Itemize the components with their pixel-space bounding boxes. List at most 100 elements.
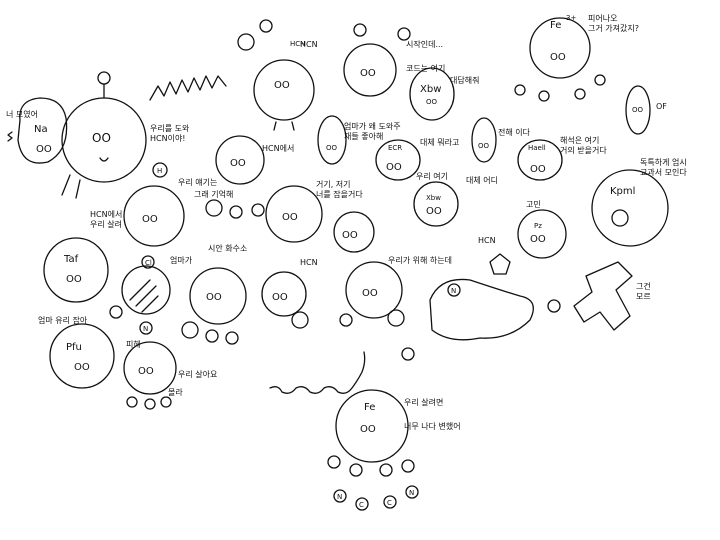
xbw-mid-eyes: OO (426, 206, 442, 217)
round-character-center: OO (265, 185, 323, 243)
note-22: 너를 잡을거다 (316, 190, 363, 199)
note-39: 몰라 (168, 388, 183, 397)
note-21: 거기, 저기 (316, 180, 351, 189)
lower-left-n: N (143, 325, 148, 333)
fe-top-label: Fe (550, 20, 561, 31)
note-2: HCN (300, 40, 318, 49)
xbw-character: Xbw OO (409, 67, 455, 121)
note-33: 그건 (636, 282, 651, 291)
pz-character: Pz OO (517, 209, 567, 259)
hcn-right-character: OO (339, 261, 405, 327)
center2-eyes: OO (272, 292, 288, 303)
tall-ellipses-group: OO OO OO (317, 85, 651, 165)
tall-ellipse-eyes-2: OO (478, 142, 490, 150)
taf-character: Taf OO (43, 237, 109, 303)
note-37: 피해 (126, 340, 141, 349)
note-17: 우리 얘기는 (178, 178, 218, 187)
note-32: 우리가 위해 하는데 (388, 256, 452, 265)
center-left-eyes: OO (206, 292, 222, 303)
pz-eyes: OO (530, 234, 546, 245)
note-12: 피어나오 (588, 14, 618, 23)
small-mid-eyes: OO (342, 230, 358, 241)
note-24: 고민 (526, 200, 541, 209)
kpml-character: Kpml (591, 169, 669, 247)
center-eyes: OO (282, 212, 298, 223)
ecr-label: ECR (388, 144, 402, 152)
fe-bottom-c1: C (359, 501, 364, 509)
note-14: 해석은 여기 (560, 136, 600, 145)
misc-ligands (109, 305, 415, 410)
pfu-character: Pfu OO (49, 323, 115, 389)
fe-bottom-n1: N (337, 493, 342, 501)
striped-cl: Cl (145, 259, 152, 267)
note-1: 너 모였어 (6, 110, 38, 119)
note-6: 시작인데... (406, 40, 444, 49)
pfu-label: Pfu (66, 342, 82, 353)
tall-ellipse-eyes-1: OO (326, 144, 338, 152)
center-left-character: OO (181, 267, 247, 345)
hael-label: Haell (528, 144, 546, 152)
merged-blob-n: N (451, 287, 456, 295)
hael-eyes: OO (530, 164, 546, 175)
left-mid-eyes: OO (142, 214, 158, 225)
striped-character: Cl (121, 255, 171, 315)
xbw-eyes: OO (426, 98, 438, 106)
note-18: 그래 기억해 (194, 190, 234, 199)
fe-bottom-n2: N (409, 489, 414, 497)
na-character: Na OO (7, 97, 68, 164)
note-25: 독특하게 엄시 (640, 158, 687, 167)
note-38: 우리 살아요 (178, 370, 218, 379)
tall-ellipse-eyes-3: OO (632, 106, 644, 114)
note-27: HCN에서 (90, 210, 123, 219)
hcn-top-character: OO HCN (237, 19, 315, 131)
big-left-eyes: OO (92, 131, 111, 145)
pz-label: Pz (534, 222, 542, 230)
note-36: 엄마 유리 잡아 (38, 316, 88, 325)
note-34: 모르 (636, 292, 651, 301)
note-19: HCN에서 (262, 144, 295, 153)
hcn-top-label: HCN (290, 40, 305, 48)
xbw-mid-character: Xbw OO (413, 181, 459, 227)
note-28: 우리 살려 (90, 220, 122, 229)
note-20: 우리 여기 (416, 172, 448, 181)
fe-bottom-c2: C (387, 499, 392, 507)
pfu-eyes: OO (74, 362, 90, 373)
top-middle-character: OO (343, 23, 411, 97)
note-5: 코드는 여기 (406, 64, 446, 73)
merged-blob: N (429, 253, 561, 341)
lower-left-character: OO N (123, 321, 177, 395)
note-41: 너무 나다 변했어 (404, 422, 461, 431)
zigzag-chain-top (149, 75, 227, 101)
na-eyes: OO (36, 144, 52, 155)
note-30: 시안 화수소 (208, 244, 248, 253)
lower-left-eyes: OO (138, 366, 154, 377)
top-middle-eyes: OO (360, 68, 376, 79)
note-13: 그거 가져갔지? (588, 24, 639, 33)
note-8: 재들 좋아해 (344, 132, 384, 141)
fe-top-charge: 3+ (566, 14, 576, 22)
note-40: 우리 살려면 (404, 398, 444, 407)
fe-bottom-label: Fe (364, 402, 375, 413)
note-26: 교과서 모인다 (640, 168, 687, 177)
left-mid-character: OO H (123, 162, 185, 247)
na-label: Na (34, 124, 48, 135)
taf-eyes: OO (66, 274, 82, 285)
note-16: OF (656, 102, 667, 111)
note-3: 우리를 도와 (150, 124, 190, 133)
note-31: HCN (300, 258, 318, 267)
hcn-right-eyes: OO (362, 288, 378, 299)
wavy-chain-bottom (269, 351, 366, 394)
note-11: 전해 이다 (498, 128, 530, 137)
hcn-top-eyes: OO (274, 80, 290, 91)
left-mid-h: H (157, 167, 162, 175)
fe-top-character: Fe 3+ OO (514, 14, 606, 102)
hcn-mid-eyes: OO (230, 158, 246, 169)
kpml-label: Kpml (610, 186, 635, 197)
note-35: HCN (478, 236, 496, 245)
ecr-eyes: OO (386, 162, 402, 173)
note-23: 대체 어디 (466, 176, 498, 185)
note-4: HCN이야! (150, 134, 186, 143)
note-10: 대답해줘 (450, 76, 480, 85)
fe-bottom-character: Fe OO N C C N (327, 389, 419, 511)
